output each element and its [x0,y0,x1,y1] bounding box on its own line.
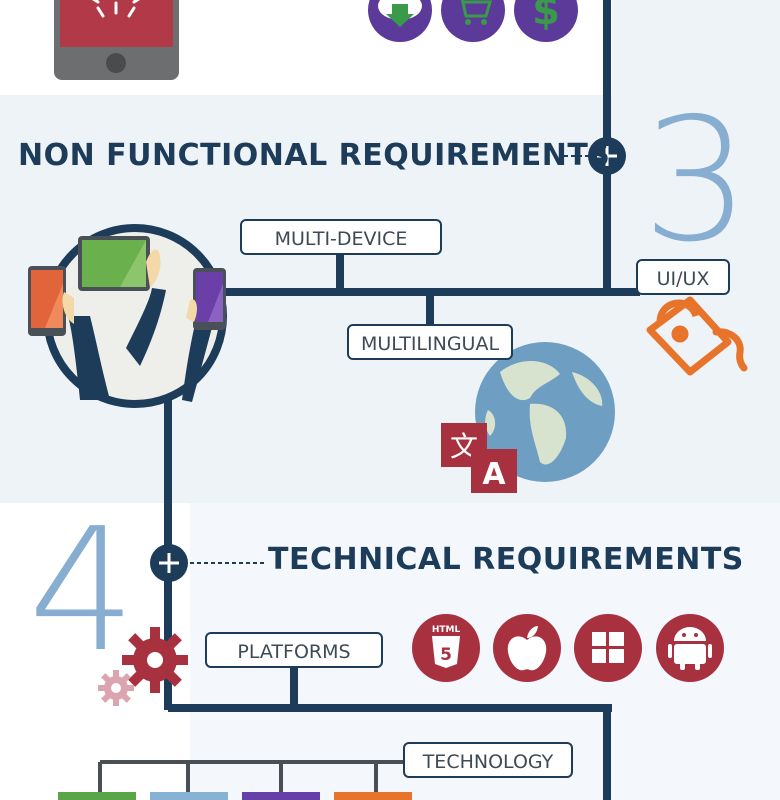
technology-tile-orange [334,792,412,800]
svg-text:5: 5 [440,645,452,665]
multi-device-illustration [28,224,227,408]
label-platforms: PLATFORMS [205,632,383,668]
label-ui-ux: UI/UX [636,259,730,295]
globe-icon [475,342,615,482]
html5-icon: HTML 5 [412,614,480,682]
label-multilingual: MULTILINGUAL [347,324,513,360]
cart-icon [441,0,505,42]
download-icon [368,0,432,42]
technology-tile-blue [150,792,228,800]
section-title-technical: TECHNICAL REQUIREMENTS [268,542,744,577]
section-number-3: 3 [642,82,751,280]
technology-tile-green [58,792,136,800]
top-right-panel [612,0,780,95]
android-icon [656,614,724,682]
dollar-icon: $ [514,0,578,42]
translate-target-glyph: A [482,457,506,492]
plus-node-4 [150,544,188,582]
windows-icon [574,614,642,682]
section-title-non-functional: NON FUNCTIONAL REQUIREMENTS [18,138,611,173]
paint-bucket-icon [646,296,748,376]
label-technology: TECHNOLOGY [403,742,573,778]
section-number-4: 4 [28,492,137,690]
technology-tile-purple [242,792,320,800]
html5-badge-text: HTML [432,625,461,635]
translate-icon: 文 A [441,423,517,493]
label-multi-device: MULTI-DEVICE [240,219,442,255]
gear-icon-small [98,670,134,706]
gear-icon-large [122,627,188,693]
svg-text:$: $ [532,0,560,34]
plus-node-3 [588,137,626,175]
technology-branches [98,760,404,792]
tablet-icon [54,0,179,80]
apple-icon [493,614,561,682]
